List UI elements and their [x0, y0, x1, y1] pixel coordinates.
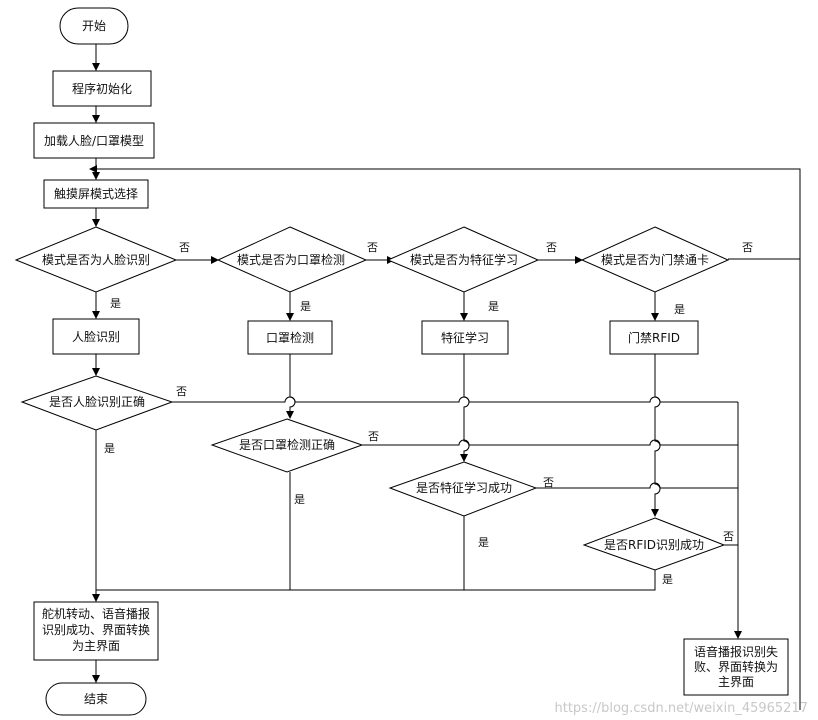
- success-label-line-2: 识别成功、界面转换: [42, 622, 150, 637]
- decision-feature-mode: 模式是否为特征学习: [386, 226, 540, 293]
- decision-door-mode-label: 模式是否为门禁通卡: [601, 252, 709, 267]
- fail-label-line-3: 主界面: [718, 675, 754, 689]
- no-label: 否: [742, 241, 753, 254]
- yes-label: 是: [478, 536, 489, 549]
- no-label: 否: [723, 530, 734, 543]
- decision-door-mode: 模式是否为门禁通卡: [580, 226, 730, 293]
- yes-label: 是: [300, 300, 311, 313]
- watermark-text: https://blog.csdn.net/weixin_45965217: [554, 701, 808, 716]
- yes-label: 是: [110, 297, 121, 310]
- door-rfid-label: 门禁RFID: [628, 330, 680, 345]
- decision-rfid-success: 是否RFID识别成功: [582, 517, 726, 571]
- start-label: 开始: [82, 19, 106, 33]
- decision-rfid-success-label: 是否RFID识别成功: [604, 538, 704, 552]
- mask-detection-label: 口罩检测: [266, 330, 314, 345]
- yes-label: 是: [294, 493, 305, 506]
- decision-mask-mode: 模式是否为口罩检测: [216, 226, 368, 293]
- fail-node: 语音播报识别失 败、界面转换为 主界面: [683, 638, 789, 696]
- decision-feature-success-label: 是否特征学习成功: [416, 480, 512, 495]
- no-label: 否: [176, 385, 187, 398]
- no-label: 否: [179, 241, 190, 254]
- fail-label-line-1: 语音播报识别失: [694, 644, 778, 659]
- load-model-label: 加载人脸/口罩模型: [44, 134, 144, 148]
- load-model-node: 加载人脸/口罩模型: [33, 122, 155, 159]
- decision-face-correct: 是否人脸识别正确: [20, 375, 174, 431]
- mode-select-label: 触摸屏模式选择: [54, 187, 138, 201]
- connectors: [89, 44, 801, 710]
- face-recognition-node: 人脸识别: [52, 318, 140, 355]
- mode-select-node: 触摸屏模式选择: [43, 179, 149, 209]
- feature-learning-label: 特征学习: [441, 330, 489, 345]
- yes-label: 是: [104, 442, 115, 455]
- yes-label: 是: [674, 303, 685, 316]
- success-node: 舵机转动、语音播报 识别成功、界面转换 为主界面: [33, 601, 159, 661]
- door-rfid-node: 门禁RFID: [609, 320, 699, 355]
- end-node: 结束: [45, 682, 147, 716]
- fail-label-line-2: 败、界面转换为: [694, 659, 778, 674]
- face-recognition-label: 人脸识别: [72, 330, 120, 344]
- feature-learning-node: 特征学习: [421, 320, 509, 355]
- no-label: 否: [367, 241, 378, 254]
- no-label: 否: [368, 430, 379, 443]
- decision-mask-correct-label: 是否口罩检测正确: [239, 437, 335, 452]
- mask-detection-node: 口罩检测: [247, 320, 333, 355]
- no-label: 否: [543, 476, 554, 489]
- init-label: 程序初始化: [72, 81, 132, 96]
- init-node: 程序初始化: [52, 70, 152, 107]
- success-label-line-1: 舵机转动、语音播报: [42, 606, 150, 621]
- decision-feature-success: 是否特征学习成功: [388, 461, 538, 517]
- decision-mask-mode-label: 模式是否为口罩检测: [237, 252, 345, 267]
- decision-face-mode: 模式是否为人脸识别: [14, 226, 178, 293]
- yes-label: 是: [662, 573, 673, 586]
- decision-face-correct-label: 是否人脸识别正确: [49, 395, 145, 409]
- success-label-line-3: 为主界面: [72, 639, 120, 653]
- branch-labels: 否 否 否 否 是 是 是 是 否 否 否 否 是 是 是 是: [104, 241, 753, 586]
- decision-feature-mode-label: 模式是否为特征学习: [410, 252, 518, 267]
- no-label: 否: [546, 241, 557, 254]
- end-label: 结束: [84, 692, 108, 706]
- yes-label: 是: [488, 300, 499, 313]
- start-node: 开始: [59, 7, 129, 45]
- decision-mask-correct: 是否口罩检测正确: [210, 418, 364, 473]
- decision-face-mode-label: 模式是否为人脸识别: [42, 253, 150, 267]
